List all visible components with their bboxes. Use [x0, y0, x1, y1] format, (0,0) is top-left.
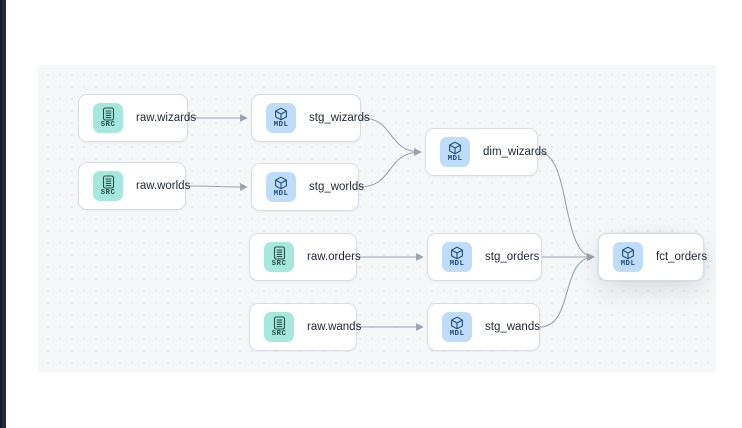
edge-stg_wizards-to-dim_wizards — [360, 117, 422, 156]
node-type-badge-mdl: MDL — [266, 172, 296, 202]
node-type-badge-mdl: MDL — [266, 103, 296, 133]
node-type-label: SRC — [271, 329, 287, 338]
database-icon — [273, 316, 286, 330]
node-type-badge-mdl: MDL — [613, 242, 643, 272]
node-type-badge-src: SRC — [264, 242, 294, 272]
lineage-node-stg_worlds[interactable]: MDL stg_worlds — [251, 163, 364, 211]
node-type-label: MDL — [273, 120, 289, 129]
node-label: raw.wizards — [136, 112, 197, 124]
cube-icon — [621, 246, 635, 260]
node-label: dim_wizards — [483, 146, 547, 158]
database-icon — [273, 246, 286, 260]
edge-dim_wizards-to-fct_orders — [537, 151, 595, 261]
node-label: raw.worlds — [136, 180, 191, 192]
node-type-label: MDL — [449, 259, 465, 268]
database-icon — [102, 175, 115, 189]
left-nav-rail[interactable] — [0, 0, 6, 428]
node-type-label: SRC — [100, 120, 116, 129]
node-type-badge-mdl: MDL — [442, 312, 472, 342]
node-type-badge-mdl: MDL — [442, 242, 472, 272]
node-label: stg_wizards — [309, 112, 370, 124]
cube-icon — [450, 246, 464, 260]
lineage-node-raw_worlds[interactable]: SRC raw.worlds — [78, 162, 190, 210]
lineage-node-stg_wizards[interactable]: MDL stg_wizards — [251, 94, 370, 142]
node-type-badge-src: SRC — [93, 171, 123, 201]
node-label: raw.orders — [307, 251, 361, 263]
node-type-badge-src: SRC — [93, 103, 123, 133]
lineage-node-raw_wizards[interactable]: SRC raw.wizards — [78, 94, 196, 142]
node-type-label: SRC — [271, 259, 287, 268]
node-type-label: SRC — [100, 188, 116, 197]
cube-icon — [450, 316, 464, 330]
database-icon — [102, 107, 115, 121]
node-type-label: MDL — [620, 259, 636, 268]
node-type-badge-mdl: MDL — [440, 137, 470, 167]
lineage-node-fct_orders[interactable]: MDL fct_orders — [598, 233, 708, 281]
lineage-node-dim_wizards[interactable]: MDL dim_wizards — [425, 128, 547, 176]
edge-raw_worlds-to-stg_worlds — [185, 183, 248, 191]
lineage-node-raw_wands[interactable]: SRC raw.wands — [249, 303, 361, 351]
node-type-label: MDL — [447, 154, 463, 163]
cube-icon — [274, 107, 288, 121]
cube-icon — [274, 176, 288, 190]
node-label: stg_worlds — [309, 181, 364, 193]
node-type-badge-src: SRC — [264, 312, 294, 342]
node-label: raw.wands — [307, 321, 362, 333]
node-label: fct_orders — [656, 251, 708, 263]
lineage-node-stg_orders[interactable]: MDL stg_orders — [427, 233, 542, 281]
node-type-label: MDL — [273, 189, 289, 198]
node-label: stg_orders — [485, 251, 540, 263]
cube-icon — [448, 141, 462, 155]
node-label: stg_wands — [485, 321, 540, 333]
edge-stg_worlds-to-dim_wizards — [358, 148, 422, 188]
lineage-node-stg_wands[interactable]: MDL stg_wands — [427, 303, 540, 351]
lineage-node-raw_orders[interactable]: SRC raw.orders — [249, 233, 361, 281]
edge-stg_wands-to-fct_orders — [539, 253, 595, 328]
rail-accent-stripe — [0, 0, 2, 428]
node-type-label: MDL — [449, 329, 465, 338]
